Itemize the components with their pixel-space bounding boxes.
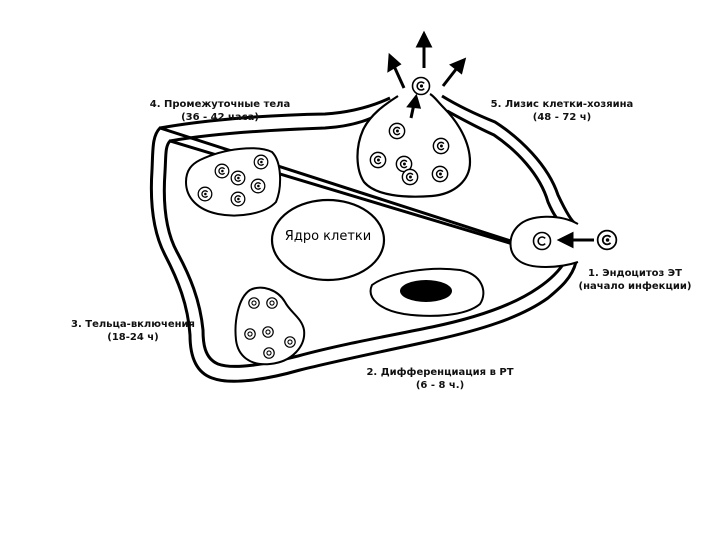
release-arrows xyxy=(387,30,467,119)
stage-2-title: 2. Дифференциация в РТ xyxy=(366,367,514,378)
stage-2-label: 2. Дифференциация в РТ (6 - 8 ч.) xyxy=(350,366,530,392)
stage-5-label: 5. Лизис клетки-хозяина (48 - 72 ч) xyxy=(462,98,662,124)
endocytosed-body xyxy=(532,231,552,251)
reticulate-body xyxy=(400,280,452,302)
entry-arrow xyxy=(556,231,594,249)
stage-2-time: (6 - 8 ч.) xyxy=(415,380,465,391)
stage-4-title: 4. Промежуточные тела xyxy=(149,99,291,110)
nucleus-label: Ядро клетки xyxy=(284,229,372,244)
stage-4-label: 4. Промежуточные тела (36 - 42 часа) xyxy=(120,98,320,124)
stage-3-label: 3. Тельца-включения (18-24 ч) xyxy=(58,318,208,344)
host-nucleus xyxy=(270,198,386,282)
host-cell-outer-membrane xyxy=(149,94,578,383)
stage-1-label: 1. Эндоцитоз ЭТ (начало инфекции) xyxy=(560,267,710,293)
stage-3-title: 3. Тельца-включения xyxy=(71,319,195,330)
stage-1-title: 1. Эндоцитоз ЭТ xyxy=(588,268,682,279)
stage-1-time: (начало инфекции) xyxy=(578,281,692,292)
stage-5-title: 5. Лизис клетки-хозяина xyxy=(490,99,634,110)
elementary-body-outside xyxy=(596,229,618,251)
stage-5-time: (48 - 72 ч) xyxy=(532,112,592,123)
stage-4-time: (36 - 42 часа) xyxy=(181,112,259,123)
stage-3-time: (18-24 ч) xyxy=(107,332,159,343)
